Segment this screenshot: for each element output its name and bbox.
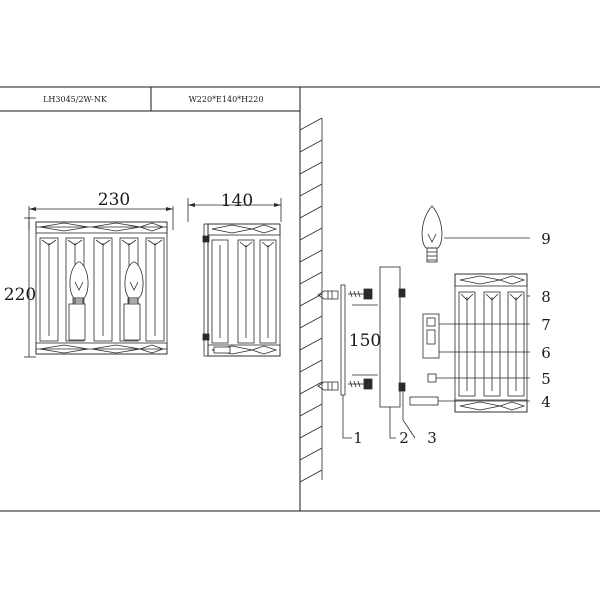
callout-7: 7 — [541, 316, 551, 334]
wall-hatching — [299, 117, 323, 483]
callout-8: 8 — [541, 288, 551, 306]
callout-4: 4 — [541, 393, 551, 411]
height-dimension-label: 220 — [4, 285, 36, 305]
callout-6: 6 — [541, 344, 551, 362]
front-view — [24, 206, 174, 358]
callout-9: 9 — [541, 230, 551, 248]
mounting-spacing-label: 150 — [349, 331, 381, 351]
model-number-label: LH3045/2W-NK — [43, 95, 108, 104]
callout-3: 3 — [427, 429, 437, 447]
callout-2: 2 — [399, 429, 409, 447]
exploded-view — [317, 205, 530, 439]
size-spec-label: W220*E140*H220 — [189, 95, 264, 104]
width-dimension-label: 230 — [98, 190, 130, 210]
side-view — [187, 198, 282, 357]
callout-1: 1 — [353, 429, 363, 447]
drawing-frame — [0, 86, 600, 512]
callout-5: 5 — [541, 370, 551, 388]
depth-dimension-label: 140 — [221, 191, 253, 211]
